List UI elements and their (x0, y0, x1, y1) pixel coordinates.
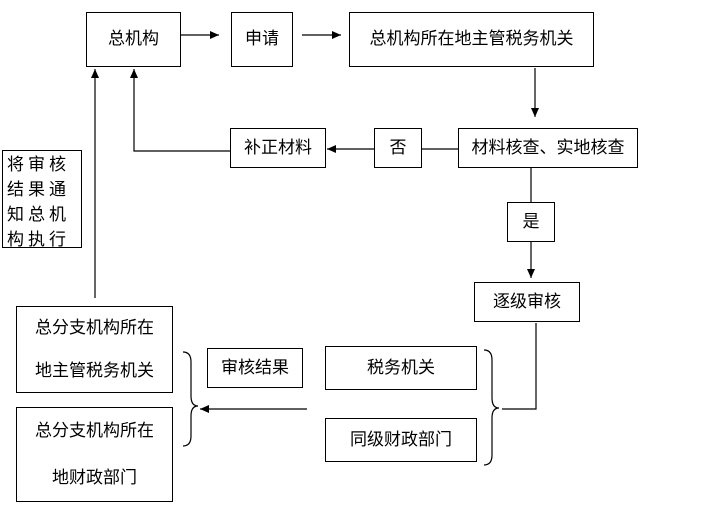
branch-finance-line-2: 地财政部门 (52, 467, 137, 488)
yes-box: 是 (507, 202, 555, 242)
notify-note-line-2: 结果通 (7, 180, 70, 200)
yes-label: 是 (522, 211, 540, 232)
no-box: 否 (374, 128, 422, 168)
arrow-supplement-to-head-office (130, 69, 230, 152)
notify-note-line-4: 构执行 (7, 230, 70, 250)
finance-same-level-box: 同级财政部门 (325, 418, 477, 462)
right-brace (483, 349, 500, 466)
notify-note-box: 将审核 结果通 知总机 构执行 (2, 150, 82, 250)
tax-authority-label: 税务机关 (367, 357, 435, 378)
finance-same-level-label: 同级财政部门 (350, 429, 452, 450)
tax-authority-box: 税务机关 (325, 346, 477, 390)
branch-tax-box: 总分支机构所在 地主管税务机关 (16, 306, 173, 393)
supplement-label: 补正材料 (244, 137, 312, 158)
review-result-box: 审核结果 (207, 348, 303, 388)
notify-note-line-3: 知总机 (7, 205, 70, 225)
check-box: 材料核查、实地核查 (458, 128, 638, 168)
review-level-box: 逐级审核 (474, 282, 580, 322)
branch-finance-box: 总分支机构所在 地财政部门 (16, 407, 173, 502)
notify-note-line-1: 将审核 (7, 155, 70, 175)
tax-authority-local-box: 总机构所在地主管税务机关 (349, 12, 594, 67)
review-level-label: 逐级审核 (493, 291, 561, 312)
branch-finance-line-1: 总分支机构所在 (35, 421, 154, 442)
left-brace (182, 351, 199, 447)
check-label: 材料核查、实地核查 (471, 137, 625, 158)
branch-tax-line-2: 地主管税务机关 (35, 360, 154, 381)
no-label: 否 (389, 137, 407, 158)
head-office-box: 总机构 (86, 12, 181, 67)
head-office-label: 总机构 (108, 29, 159, 50)
line-review-to-brace (502, 323, 537, 410)
supplement-box: 补正材料 (230, 128, 326, 168)
branch-tax-line-1: 总分支机构所在 (35, 318, 154, 339)
review-result-label: 审核结果 (221, 357, 289, 378)
apply-label: 申请 (245, 29, 279, 50)
tax-authority-local-label: 总机构所在地主管税务机关 (369, 29, 574, 50)
apply-box: 申请 (231, 12, 293, 67)
